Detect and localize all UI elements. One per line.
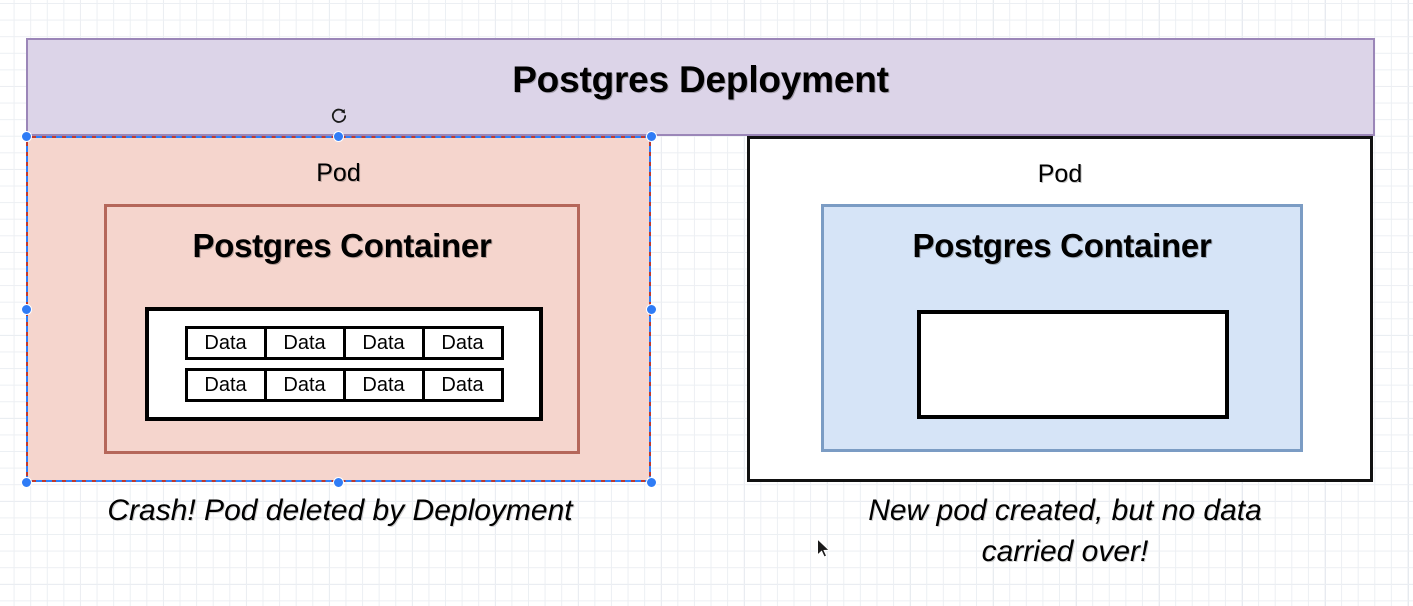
data-cell: Data <box>342 326 425 360</box>
postgres-container-right[interactable]: Postgres Container <box>821 204 1303 452</box>
pod-left-label: Pod <box>316 159 361 187</box>
data-cell: Data <box>263 326 346 360</box>
selection-handle-middle-right[interactable] <box>645 303 657 315</box>
pod-right[interactable]: Pod Postgres Container <box>747 136 1373 482</box>
selection-handle-top-left[interactable] <box>20 130 32 142</box>
deployment-title: Postgres Deployment <box>512 59 889 100</box>
selection-handle-middle-left[interactable] <box>20 303 32 315</box>
data-cell: Data <box>342 368 425 402</box>
data-row: Data Data Data Data <box>184 326 504 360</box>
postgres-deployment-box[interactable]: Postgres Deployment <box>26 38 1375 136</box>
rotate-icon[interactable] <box>329 106 349 126</box>
selection-handle-bottom-center[interactable] <box>332 476 344 488</box>
selection-handle-top-center[interactable] <box>332 130 344 142</box>
caption-right: New pod created, but no data carried ove… <box>868 494 1262 569</box>
postgres-container-left[interactable]: Postgres Container Data Data Data Data D… <box>104 204 580 454</box>
pod-left[interactable]: Pod Postgres Container Data Data Data Da… <box>26 136 651 482</box>
container-right-title: Postgres Container <box>912 227 1212 264</box>
container-left-title: Postgres Container <box>192 227 492 264</box>
data-table-left: Data Data Data Data Data Data Data Data <box>145 307 543 421</box>
pod-right-label: Pod <box>1037 160 1083 188</box>
data-table-right-empty <box>917 310 1229 419</box>
data-cell: Data <box>184 368 267 402</box>
selection-handle-bottom-right[interactable] <box>645 476 657 488</box>
data-cell: Data <box>263 368 346 402</box>
mouse-pointer-icon <box>816 537 832 560</box>
selection-handle-bottom-left[interactable] <box>20 476 32 488</box>
data-row: Data Data Data Data <box>184 368 504 402</box>
selection-handle-top-right[interactable] <box>645 130 657 142</box>
data-cell: Data <box>184 326 267 360</box>
data-cell: Data <box>421 368 504 402</box>
data-cell: Data <box>421 326 504 360</box>
caption-left: Crash! Pod deleted by Deployment <box>107 494 573 527</box>
